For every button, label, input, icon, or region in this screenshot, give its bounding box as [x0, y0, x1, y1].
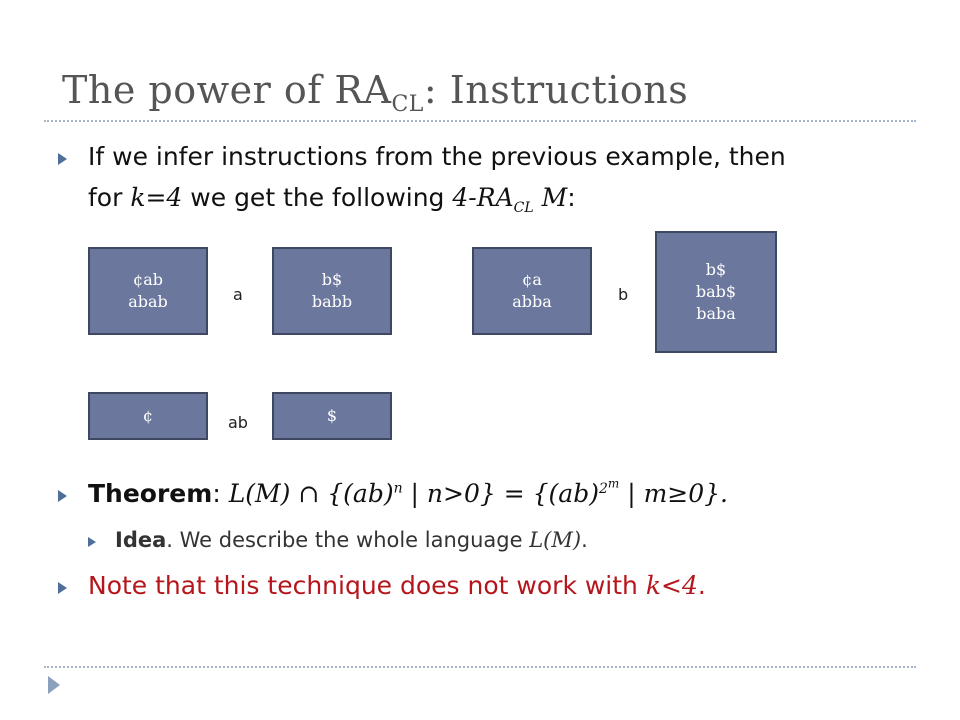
bullet1-line1: If we infer instructions from the previo…: [88, 142, 786, 171]
instruction-box-b-babb: b$babb: [272, 247, 392, 335]
title-divider: [44, 120, 916, 122]
instruction-box-dollar: $: [272, 392, 392, 440]
idea-line: Idea. We describe the whole language L(M…: [115, 528, 588, 552]
corner-arrow-icon: [48, 676, 60, 694]
slide-title: The power of RACL: Instructions: [62, 68, 689, 117]
rewrite-label-b: b: [618, 285, 629, 304]
note-line: Note that this technique does not work w…: [88, 571, 706, 600]
rewrite-label-ab: ab: [228, 413, 248, 432]
sub-bullet-arrow-icon: [88, 537, 96, 547]
bullet-arrow-icon: [58, 582, 67, 594]
rewrite-label-a: a: [233, 285, 243, 304]
footer-divider: [44, 666, 916, 668]
bullet1-line2: for k=4 we get the following 4-RACL M:: [88, 183, 576, 216]
theorem-line: Theorem: L(M) ∩ {(ab)n | n>0} = {(ab)2m …: [88, 476, 728, 508]
bullet-arrow-icon: [58, 490, 67, 502]
bullet-arrow-icon: [58, 153, 67, 165]
instruction-box-b-bab-baba: b$bab$baba: [655, 231, 777, 353]
instruction-box-cent: ¢: [88, 392, 208, 440]
